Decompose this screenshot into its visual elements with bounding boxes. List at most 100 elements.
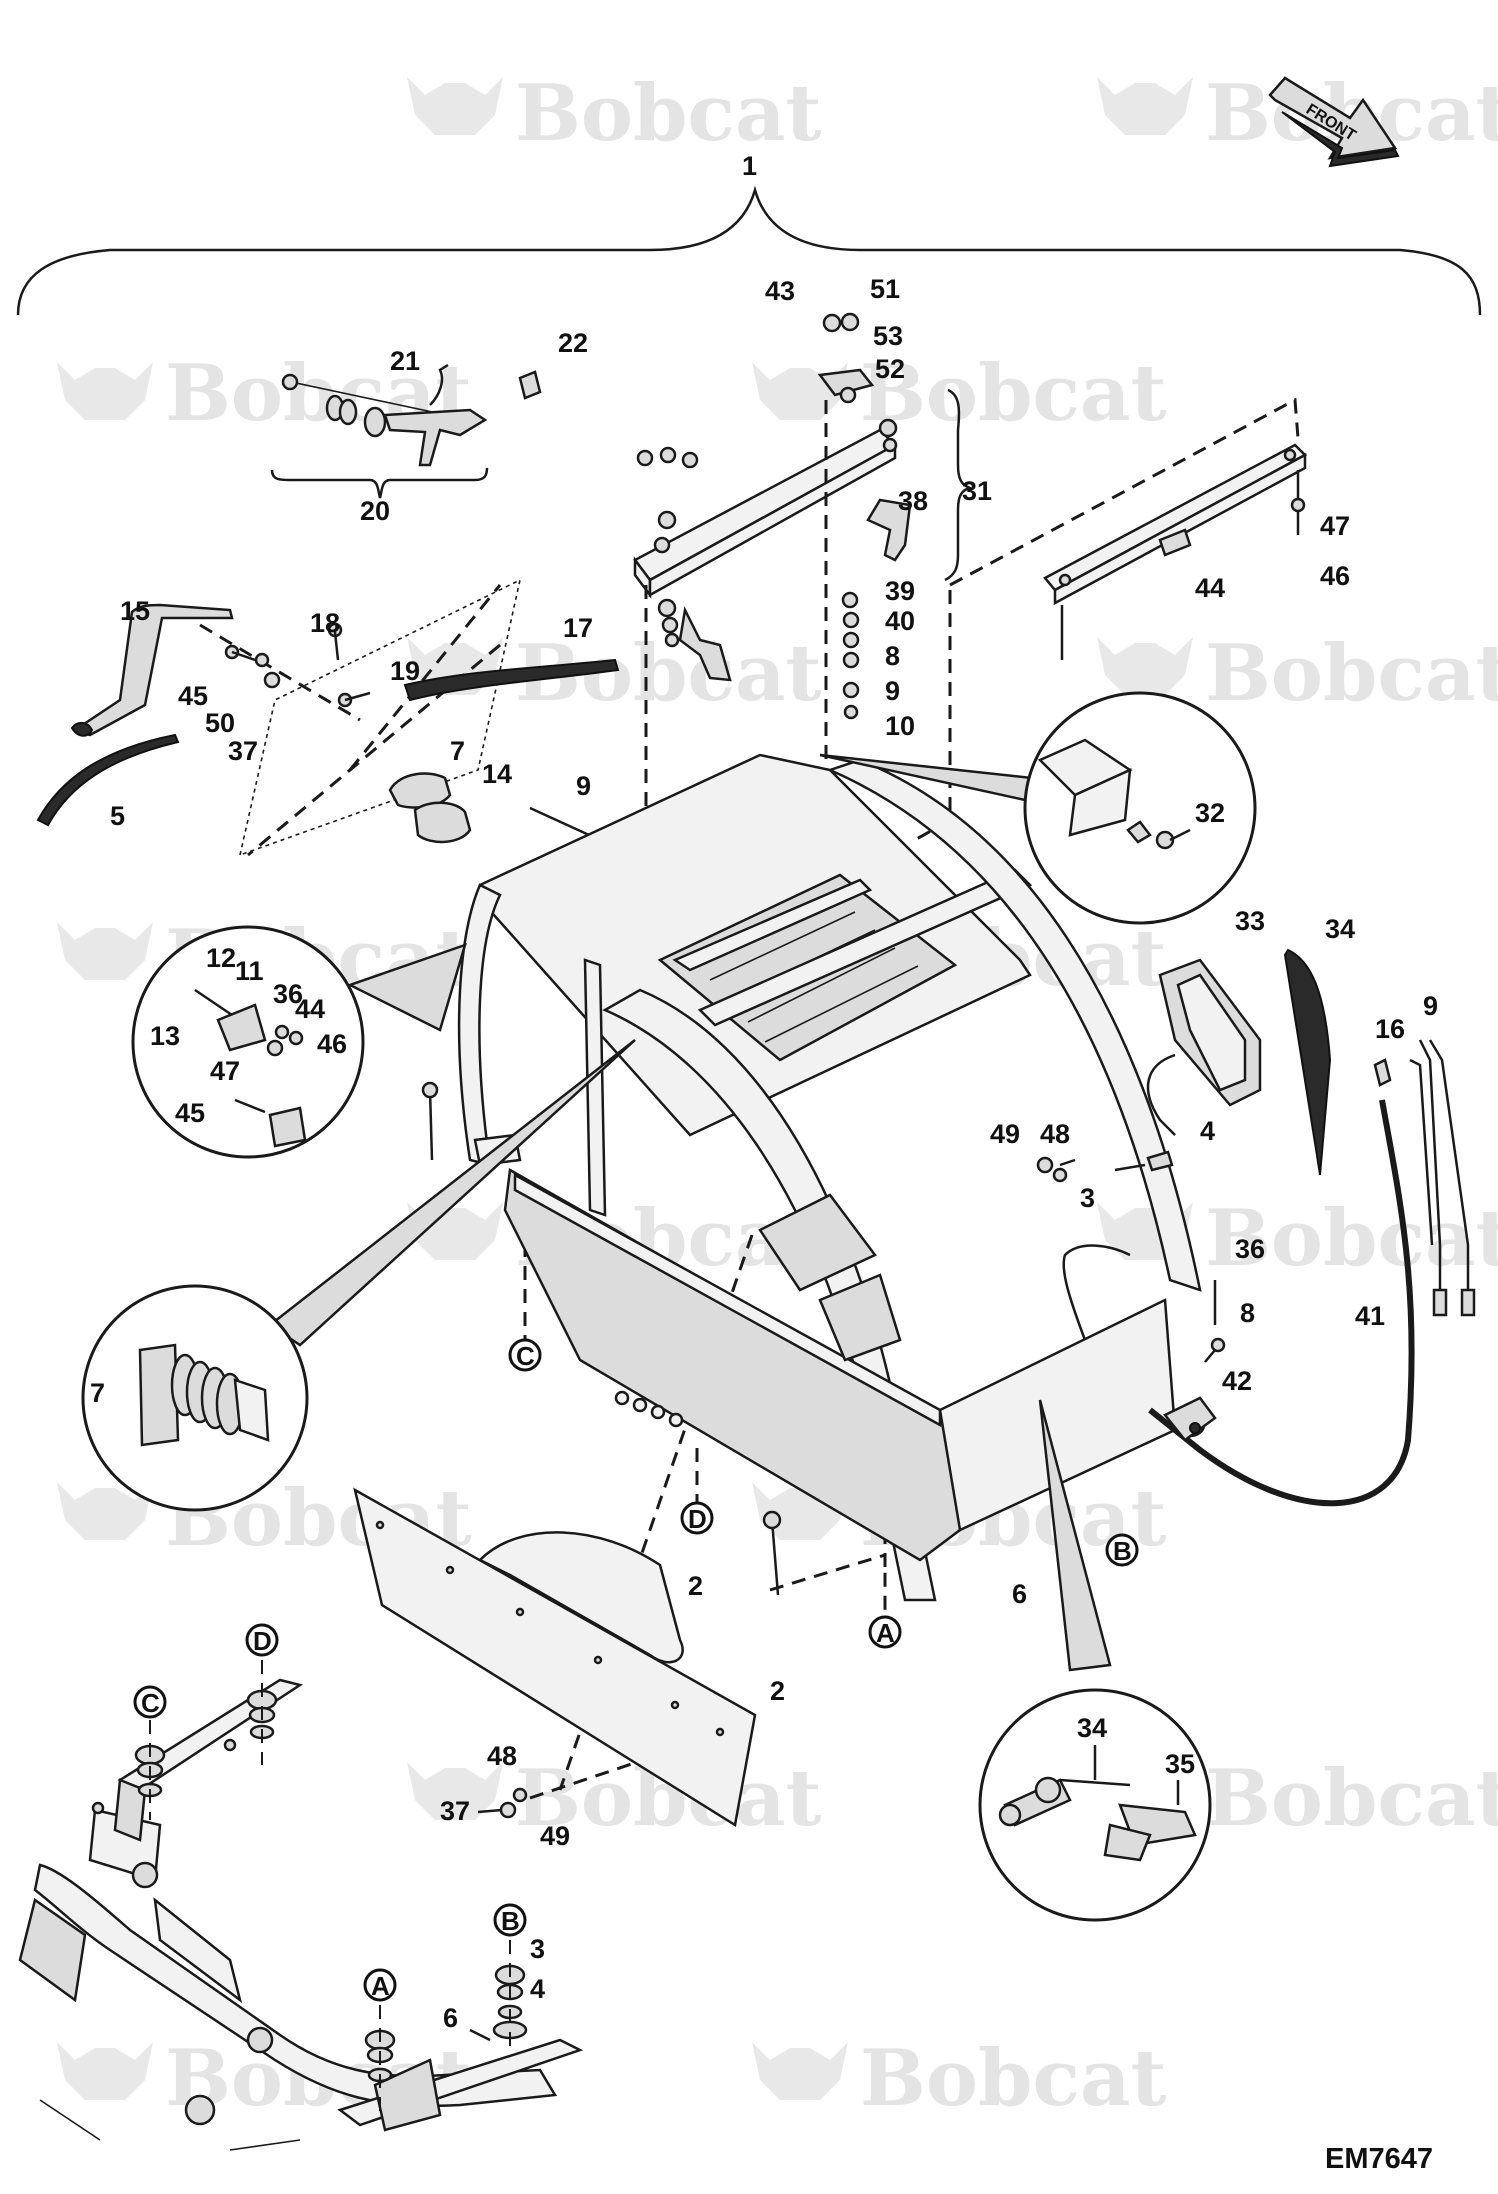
marker-d-chassis: D (245, 1623, 279, 1657)
bobcat-logo-icon (57, 1482, 153, 1540)
label-44: 48 (1040, 1119, 1070, 1149)
label-11: 47 (210, 1056, 240, 1086)
label-40: 37 (228, 736, 258, 766)
marker-a-cab: A (868, 1615, 902, 1649)
label-27: 33 (1235, 906, 1265, 936)
fasteners-37-48-49 (477, 1787, 528, 1819)
bobcat-logo-icon (57, 362, 153, 420)
label-38: 45 (178, 681, 208, 711)
label-49: 49 (540, 1821, 570, 1851)
mirror-27 (1146, 958, 1262, 1136)
label-22: 20 (360, 496, 390, 526)
bobcat-logo-icon (57, 922, 153, 980)
label-25: 31 (962, 476, 992, 506)
label-31: 8 (1240, 1298, 1255, 1328)
label-45: 4 (1200, 1116, 1215, 1146)
bolt-head (223, 1738, 237, 1752)
label-12: 9 (885, 676, 900, 706)
label-20: 18 (310, 608, 340, 638)
mount-stack-a (364, 2005, 396, 2115)
label-9: 52 (875, 354, 905, 384)
label-16: 5 (110, 801, 125, 831)
bobcat-logo-icon (407, 77, 503, 135)
label-10: 13 (150, 1021, 180, 1051)
label-34: 41 (1355, 1301, 1385, 1331)
detail-fasteners (131, 925, 467, 1159)
label-33: 9 (1423, 991, 1438, 1021)
label-11: 8 (885, 641, 900, 671)
marker-b-label: B (1113, 1536, 1132, 1566)
assembly-brace (16, 185, 1482, 316)
bolt-head (91, 1801, 105, 1815)
watermark-text: Bobcat (515, 68, 822, 159)
hardware-44-47 (1036, 1150, 1174, 1183)
label-9: 36 (273, 979, 303, 1009)
label-46: 3 (1080, 1183, 1095, 1213)
mount-stack-b (492, 1940, 528, 2050)
marker-d-label: D (688, 1504, 707, 1534)
detail-7 (81, 1039, 636, 1512)
watermark-text: Bobcat (1205, 628, 1498, 719)
label-47: 49 (990, 1119, 1020, 1149)
watermark-text: Bobcat (860, 348, 1167, 439)
detail-28-29 (978, 1399, 1212, 1922)
label-12: 44 (295, 994, 325, 1024)
label-26: 32 (1195, 798, 1225, 828)
cab-frame (421, 753, 1202, 1602)
marker-c-chassis: C (133, 1685, 167, 1719)
label-19: 17 (563, 613, 593, 643)
marker-c-cab: C (508, 1338, 542, 1372)
label-37: 37 (440, 1796, 470, 1826)
marker-a-label: A (371, 1971, 390, 2001)
marker-d-cab: D (680, 1501, 714, 1535)
label-14: 7 (450, 736, 465, 766)
watermark-text: Bobcat (860, 2033, 1167, 2124)
washer-hose-34 (1148, 1099, 1415, 1507)
label-32: 34 (1325, 914, 1355, 944)
marker-c-label: C (516, 1341, 535, 1371)
label-52: 46 (1320, 561, 1350, 591)
watermark-text: Bobcat (1205, 1753, 1498, 1844)
mount-stack-d (246, 1660, 278, 1765)
bobcat-logo-icon (407, 1762, 503, 1820)
label-24: 22 (558, 328, 588, 358)
label-23: 21 (390, 346, 420, 376)
label-5: 2 (688, 1571, 703, 1601)
panel-5 (477, 1531, 684, 1664)
bobcat-logo-icon (752, 2042, 848, 2100)
label-39: 50 (205, 708, 235, 738)
label-17: 15 (120, 596, 150, 626)
label-7: 7 (90, 1378, 105, 1408)
label-3: 3 (530, 1934, 545, 1964)
side-glass-panel (36, 578, 620, 857)
detail-26 (819, 691, 1257, 925)
washer-31-leader (1204, 1349, 1216, 1363)
label-9: 40 (885, 606, 915, 636)
clip-18 (1373, 1058, 1392, 1087)
label-8: 12 (206, 943, 236, 973)
marker-b-chassis: B (493, 1903, 527, 1937)
label-43: 9 (576, 771, 591, 801)
chassis-frame (18, 1678, 584, 2151)
marker-a-label: A (876, 1618, 895, 1648)
watermark-text: Bobcat (1205, 1193, 1498, 1284)
rail-51 (1043, 443, 1308, 660)
label-41: 38 (898, 486, 928, 516)
label-13: 46 (317, 1029, 347, 1059)
label-35: 42 (1222, 1366, 1252, 1396)
label-6: 6 (443, 2003, 458, 2033)
label-48: 48 (487, 1741, 517, 1771)
label-8: 51 (870, 274, 900, 304)
pin-6 (469, 2028, 491, 2042)
label-30: 36 (1235, 1234, 1265, 1264)
drawing-code: EM7647 (1325, 2143, 1433, 2175)
marker-b-label: B (501, 1906, 520, 1936)
label-29: 35 (1165, 1749, 1195, 1779)
marker-d-label: D (253, 1626, 272, 1656)
marker-c-label: C (141, 1688, 160, 1718)
label-13: 10 (885, 711, 915, 741)
washer-31 (1210, 1337, 1226, 1353)
bobcat-logo-icon (1097, 637, 1193, 695)
bobcat-logo-icon (57, 2042, 153, 2100)
